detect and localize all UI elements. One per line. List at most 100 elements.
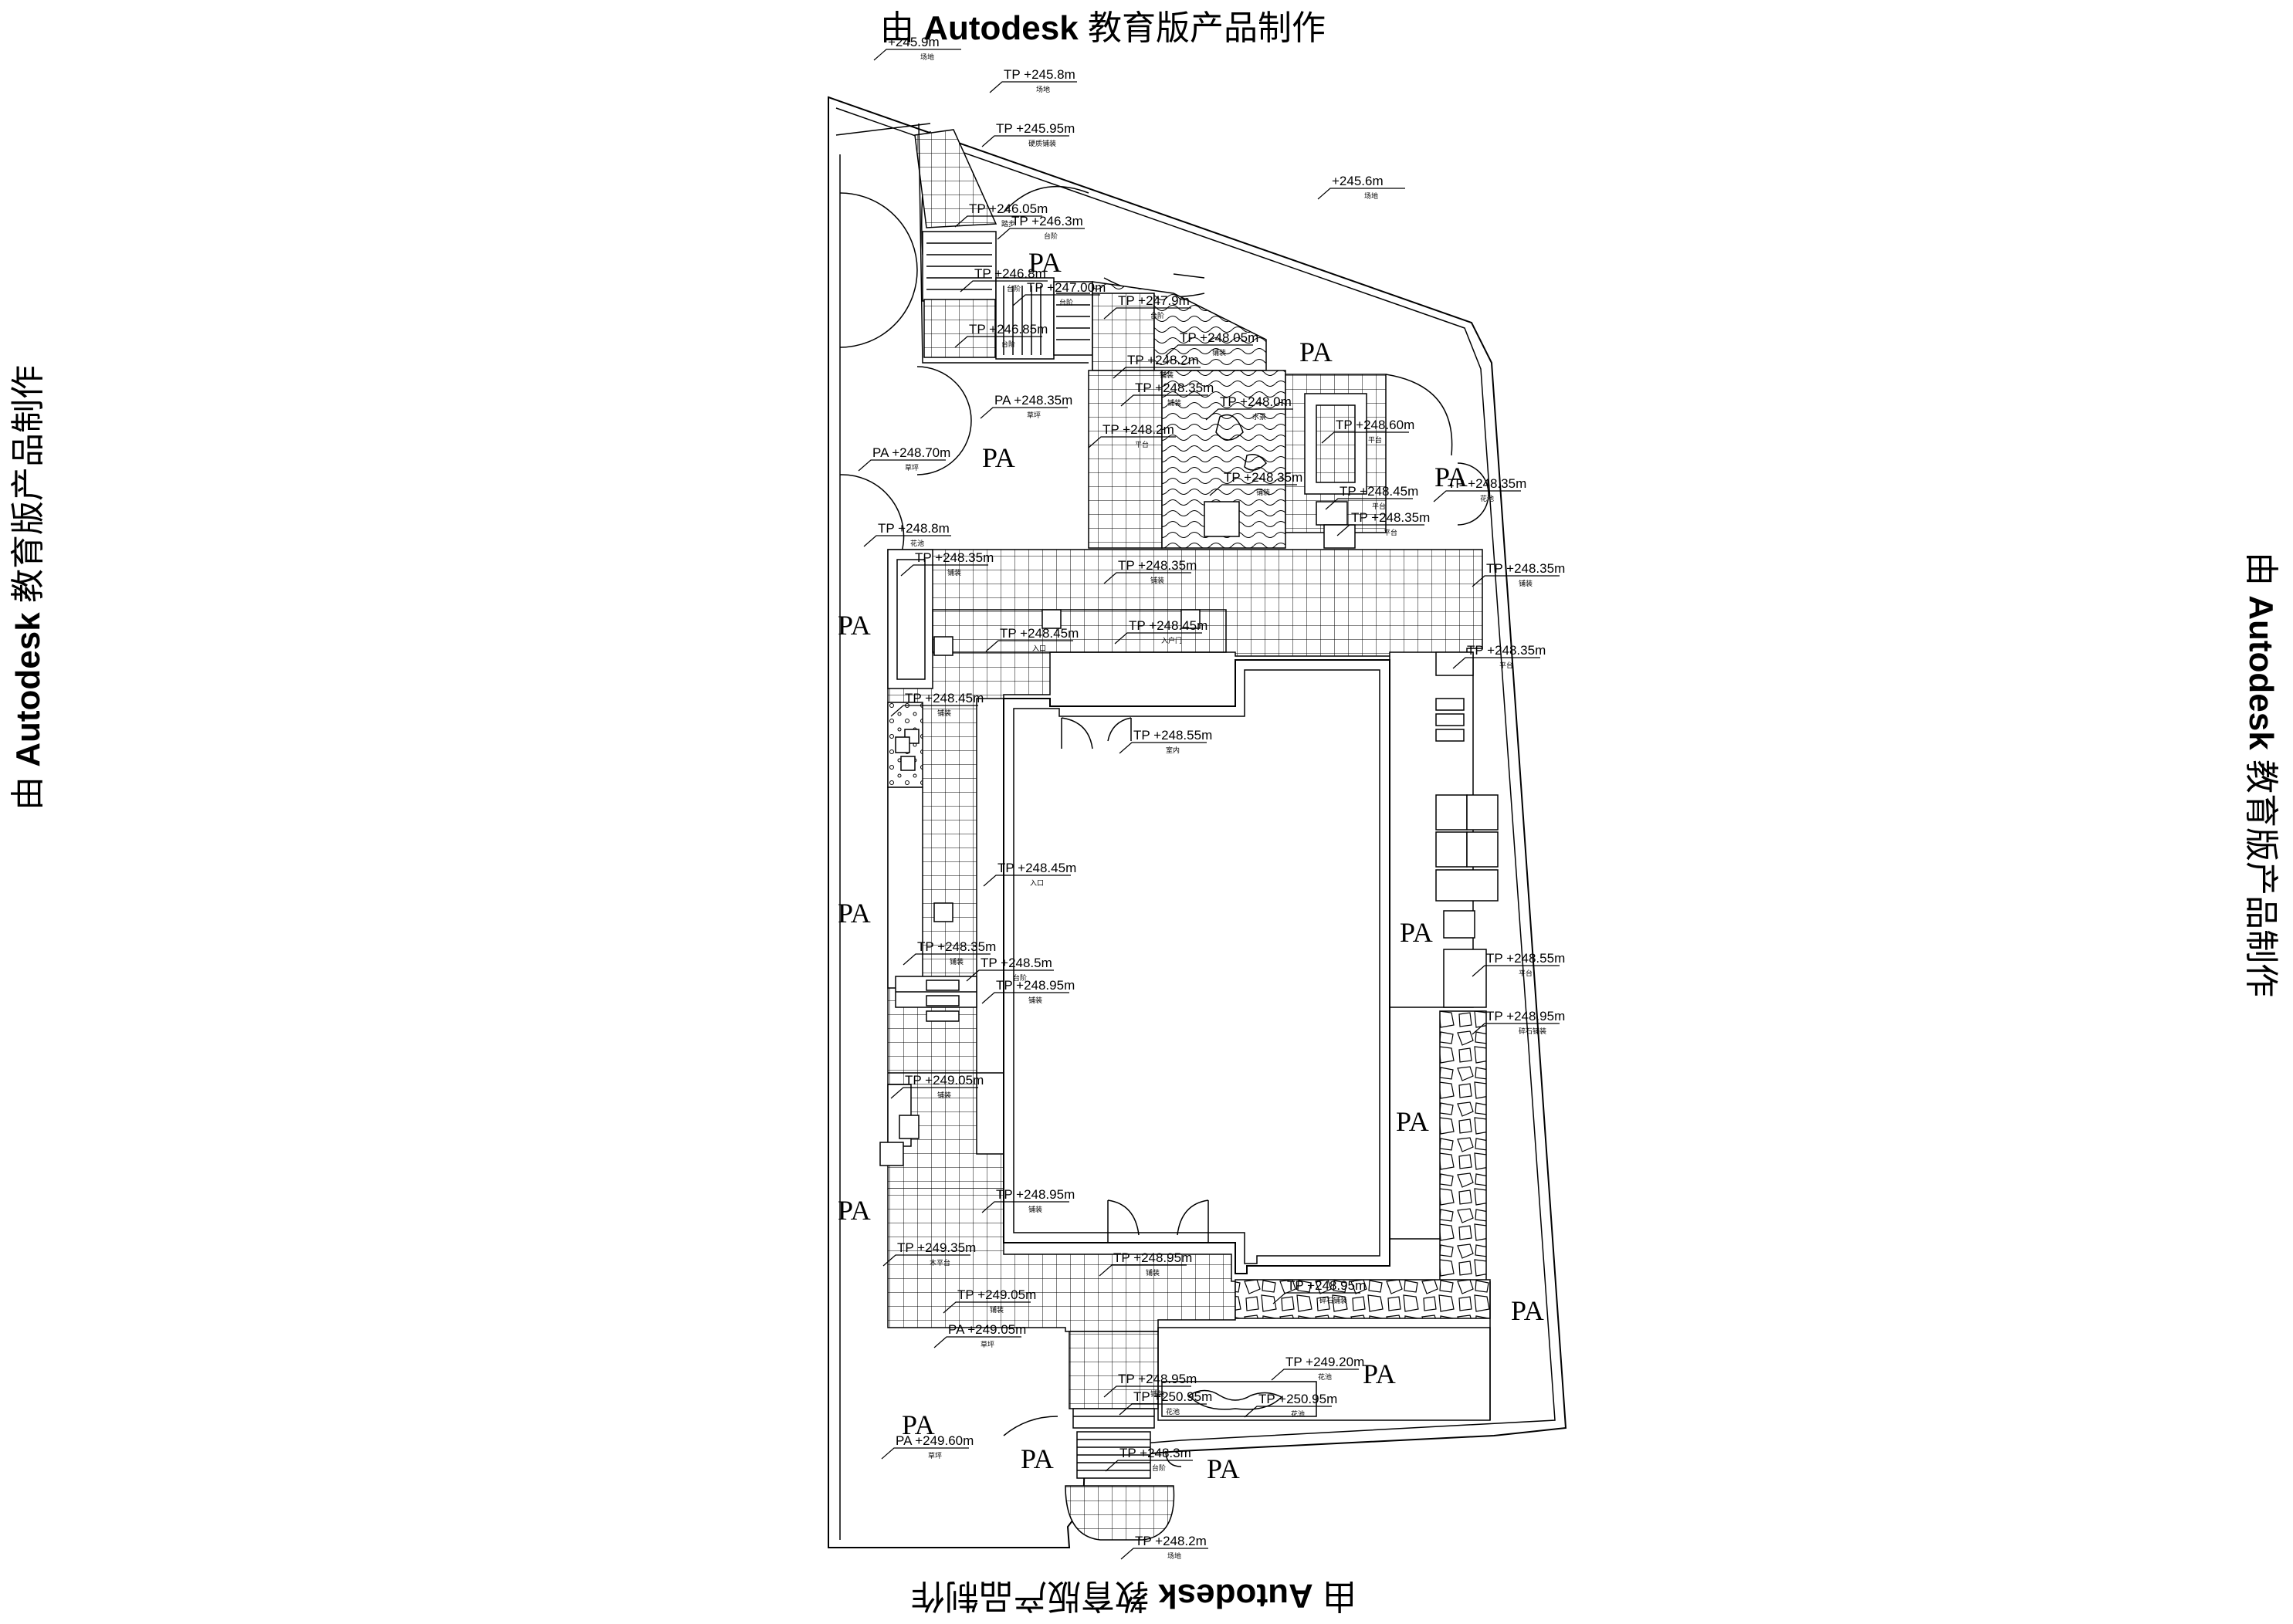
elevation-note: 场地 [1036, 85, 1050, 93]
elevation-marker: TP +248.5m 台阶 [966, 956, 1054, 982]
elevation-value: TP +248.55m [1133, 728, 1212, 743]
elevation-value: TP +248.2m [1127, 353, 1199, 367]
elevation-value: TP +248.35m [1486, 561, 1565, 576]
elevation-leader-line [1336, 524, 1424, 536]
elevation-value: TP +248.8m [878, 521, 950, 536]
elevation-value: TP +245.8m [1004, 67, 1075, 82]
elevation-note: 台阶 [1150, 311, 1164, 320]
elevation-note: 草坪 [981, 1340, 994, 1348]
elevation-leader-line [1119, 1403, 1207, 1416]
pa-label: PA [838, 1195, 871, 1226]
elevation-note: 碎石铺装 [1319, 1296, 1347, 1304]
elevation-value: TP +248.35m [1448, 476, 1526, 491]
elevation-note: 花池 [1480, 494, 1494, 502]
elevation-value: TP +246.3m [1011, 214, 1083, 228]
elevation-leader-line [1271, 1369, 1359, 1381]
main-terrace [879, 549, 1483, 1541]
elevation-leader-line [943, 1301, 1031, 1314]
elevation-note: 台阶 [1013, 973, 1027, 982]
elevation-leader-line [1205, 408, 1293, 421]
elevation-note: 硬质铺装 [1028, 139, 1056, 147]
elevation-note: 场地 [920, 52, 934, 61]
elevation-note: 铺装 [937, 1091, 951, 1099]
watermark-bottom: 由 Autodesk 教育版产品制作 [911, 1577, 1356, 1615]
elevation-leader-line [890, 1087, 978, 1099]
elevation-leader-line [873, 49, 961, 61]
elevation-leader-line [933, 1336, 1021, 1348]
elevation-leader-line [1103, 307, 1191, 320]
elevation-note: 平台 [1135, 440, 1149, 448]
elevation-value: TP +249.20m [1285, 1355, 1364, 1369]
elevation-leader-line [1099, 1264, 1187, 1277]
pa-label: PA [1400, 917, 1433, 948]
elevation-value: TP +248.5m [981, 956, 1052, 970]
elevation-leader-line [981, 1201, 1069, 1213]
elevation-note: 台阶 [1044, 232, 1058, 240]
elevation-note: 铺装 [990, 1305, 1004, 1314]
south-garden [1157, 1281, 1491, 1421]
elevation-note: 平台 [1384, 528, 1397, 536]
elevation-leader-line [1120, 1548, 1208, 1560]
elevation-note: 铺装 [1256, 488, 1270, 496]
elevation-note: 台阶 [1001, 340, 1015, 348]
elevation-value: TP +248.55m [1486, 951, 1565, 966]
elevation-note: 碎石铺装 [1519, 1027, 1546, 1035]
elevation-value: +245.6m [1332, 174, 1384, 188]
elevation-leader-line [1103, 572, 1191, 584]
elevation-note: 入户门 [1161, 636, 1182, 645]
elevation-leader-line [966, 969, 1054, 982]
elevation-leader-line [1272, 1292, 1360, 1304]
elevation-marker: TP +248.8m 花池 [863, 521, 951, 547]
elevation-leader-line [1321, 431, 1409, 444]
elevation-value: PA +249.60m [896, 1433, 974, 1448]
elevation-leader-line [1120, 394, 1208, 407]
elevation-marker: TP +248.60m 平台 [1321, 418, 1414, 444]
elevation-note: 铺装 [1212, 348, 1226, 357]
elevation-leader-line [989, 81, 1077, 93]
elevation-leader-line [882, 1254, 970, 1267]
elevation-leader-line [981, 135, 1069, 147]
pa-label: PA [1207, 1453, 1240, 1484]
elevation-note: 台阶 [1059, 298, 1073, 306]
elevation-leader-line [1105, 1460, 1193, 1472]
elevation-note: 花池 [910, 539, 924, 547]
elevation-leader-line [980, 407, 1068, 419]
elevation-value: TP +247.00m [1027, 280, 1106, 295]
elevation-value: TP +248.60m [1336, 418, 1414, 432]
elevation-leader-line [1317, 188, 1405, 200]
lawn-arcs [839, 130, 1489, 1467]
elevation-leader-line [1113, 367, 1201, 379]
elevation-value: TP +250.95m [1258, 1392, 1337, 1406]
elevation-value: TP +248.35m [917, 939, 996, 954]
elevation-leader-line [858, 459, 946, 472]
elevation-note: 铺装 [947, 568, 961, 577]
elevation-marker: TP +247.00m 台阶 [1012, 280, 1106, 306]
elevation-note: 水景 [1252, 412, 1266, 421]
elevation-leader-line [1472, 575, 1560, 587]
elevation-note: 场地 [1167, 1551, 1181, 1560]
elevation-note: 平台 [1368, 435, 1382, 444]
elevation-leader-line [960, 280, 1048, 293]
elevation-value: +245.9m [888, 35, 940, 49]
watermark-top: 由 Autodesk 教育版产品制作 [880, 9, 1326, 47]
pa-label: PA [1028, 247, 1062, 278]
elevation-value: TP +248.35m [1135, 381, 1214, 395]
